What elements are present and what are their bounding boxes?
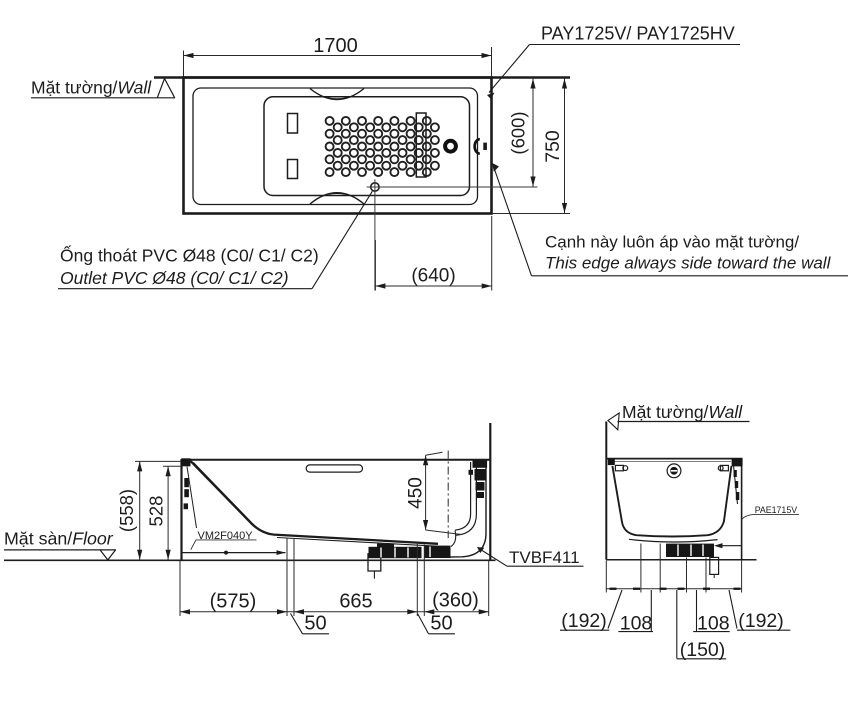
svg-text:50: 50 bbox=[430, 613, 452, 635]
svg-text:528: 528 bbox=[146, 496, 167, 527]
svg-text:(192): (192) bbox=[738, 610, 784, 632]
svg-text:TVBF411: TVBF411 bbox=[509, 548, 580, 567]
svg-text:450: 450 bbox=[406, 477, 427, 509]
svg-text:(575): (575) bbox=[210, 591, 257, 613]
svg-text:(360): (360) bbox=[432, 590, 479, 612]
svg-text:1700: 1700 bbox=[313, 35, 358, 57]
svg-text:50: 50 bbox=[304, 613, 326, 635]
svg-text:108: 108 bbox=[697, 613, 730, 635]
svg-text:Mặt tường/Wall: Mặt tường/Wall bbox=[622, 402, 743, 422]
svg-text:PAE1715V: PAE1715V bbox=[755, 505, 798, 515]
svg-text:Mặt tường/Wall: Mặt tường/Wall bbox=[31, 78, 152, 98]
svg-text:This edge always side toward t: This edge always side toward the wall bbox=[545, 254, 832, 273]
svg-text:108: 108 bbox=[620, 613, 653, 635]
svg-text:(558): (558) bbox=[116, 489, 137, 532]
svg-text:(150): (150) bbox=[680, 639, 726, 661]
svg-text:Cạnh này luôn áp vào mặt tường: Cạnh này luôn áp vào mặt tường/ bbox=[545, 233, 799, 252]
svg-text:VM2F040Y: VM2F040Y bbox=[198, 530, 254, 542]
svg-text:Ống thoát PVC Ø48 (C0/ C1/ C2): Ống thoát PVC Ø48 (C0/ C1/ C2) bbox=[60, 245, 319, 266]
svg-text:Mặt sàn/Floor: Mặt sàn/Floor bbox=[4, 529, 114, 549]
svg-text:750: 750 bbox=[542, 130, 564, 163]
svg-text:(640): (640) bbox=[411, 266, 455, 287]
svg-text:(192): (192) bbox=[561, 610, 607, 632]
svg-text:(600): (600) bbox=[508, 111, 529, 154]
svg-text:PAY1725V/ PAY1725HV: PAY1725V/ PAY1725HV bbox=[541, 24, 735, 44]
svg-text:Outlet PVC Ø48 (C0/ C1/ C2): Outlet PVC Ø48 (C0/ C1/ C2) bbox=[60, 268, 289, 288]
svg-text:665: 665 bbox=[339, 591, 372, 613]
